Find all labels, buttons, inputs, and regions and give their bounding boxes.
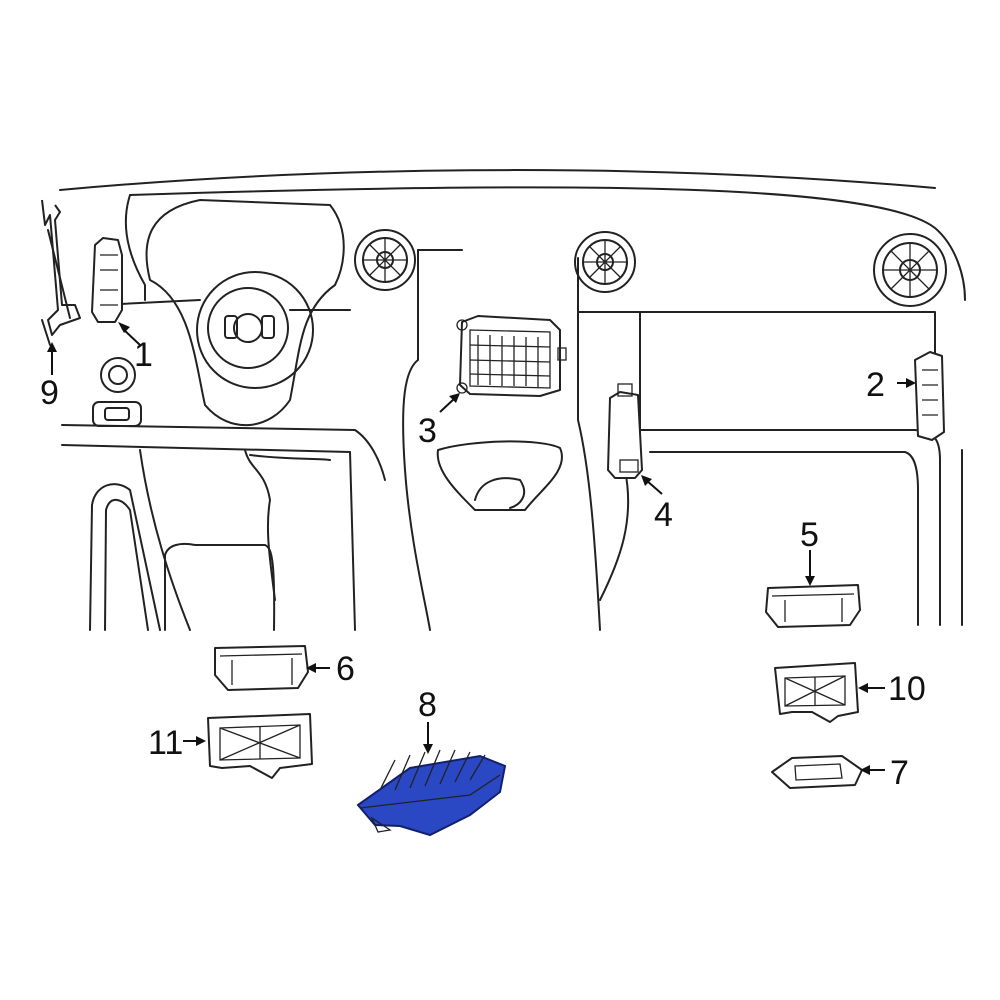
vent-right bbox=[873, 233, 947, 307]
part-9-bracket bbox=[41, 199, 81, 346]
callout-11: 11 bbox=[148, 724, 183, 762]
vent-left bbox=[354, 229, 416, 291]
part-5-module bbox=[765, 584, 861, 628]
callout-6: 6 bbox=[336, 650, 355, 688]
callout-7: 7 bbox=[890, 754, 909, 792]
callout-1: 1 bbox=[134, 336, 153, 374]
part-2-module bbox=[914, 351, 945, 441]
part-10-bracket bbox=[774, 662, 859, 723]
callout-10: 10 bbox=[888, 670, 926, 708]
part-11-bracket bbox=[207, 713, 313, 779]
callout-9: 9 bbox=[40, 374, 59, 412]
vent-center bbox=[574, 231, 636, 293]
callout-4: 4 bbox=[654, 496, 673, 534]
part-1-module bbox=[91, 237, 123, 323]
part-8-highlighted-module bbox=[356, 749, 507, 837]
part-4-module bbox=[607, 383, 643, 479]
dashboard-outline bbox=[59, 169, 966, 631]
callout-5: 5 bbox=[800, 516, 819, 554]
steering-wheel bbox=[145, 199, 345, 427]
callout-arrows bbox=[47, 322, 916, 775]
callout-3: 3 bbox=[418, 412, 437, 450]
part-3-fuse-box bbox=[456, 315, 567, 397]
left-knob bbox=[92, 357, 142, 427]
part-7-module bbox=[771, 755, 863, 789]
callout-2: 2 bbox=[866, 366, 885, 404]
part-6-module bbox=[214, 645, 309, 691]
callout-8: 8 bbox=[418, 686, 437, 724]
